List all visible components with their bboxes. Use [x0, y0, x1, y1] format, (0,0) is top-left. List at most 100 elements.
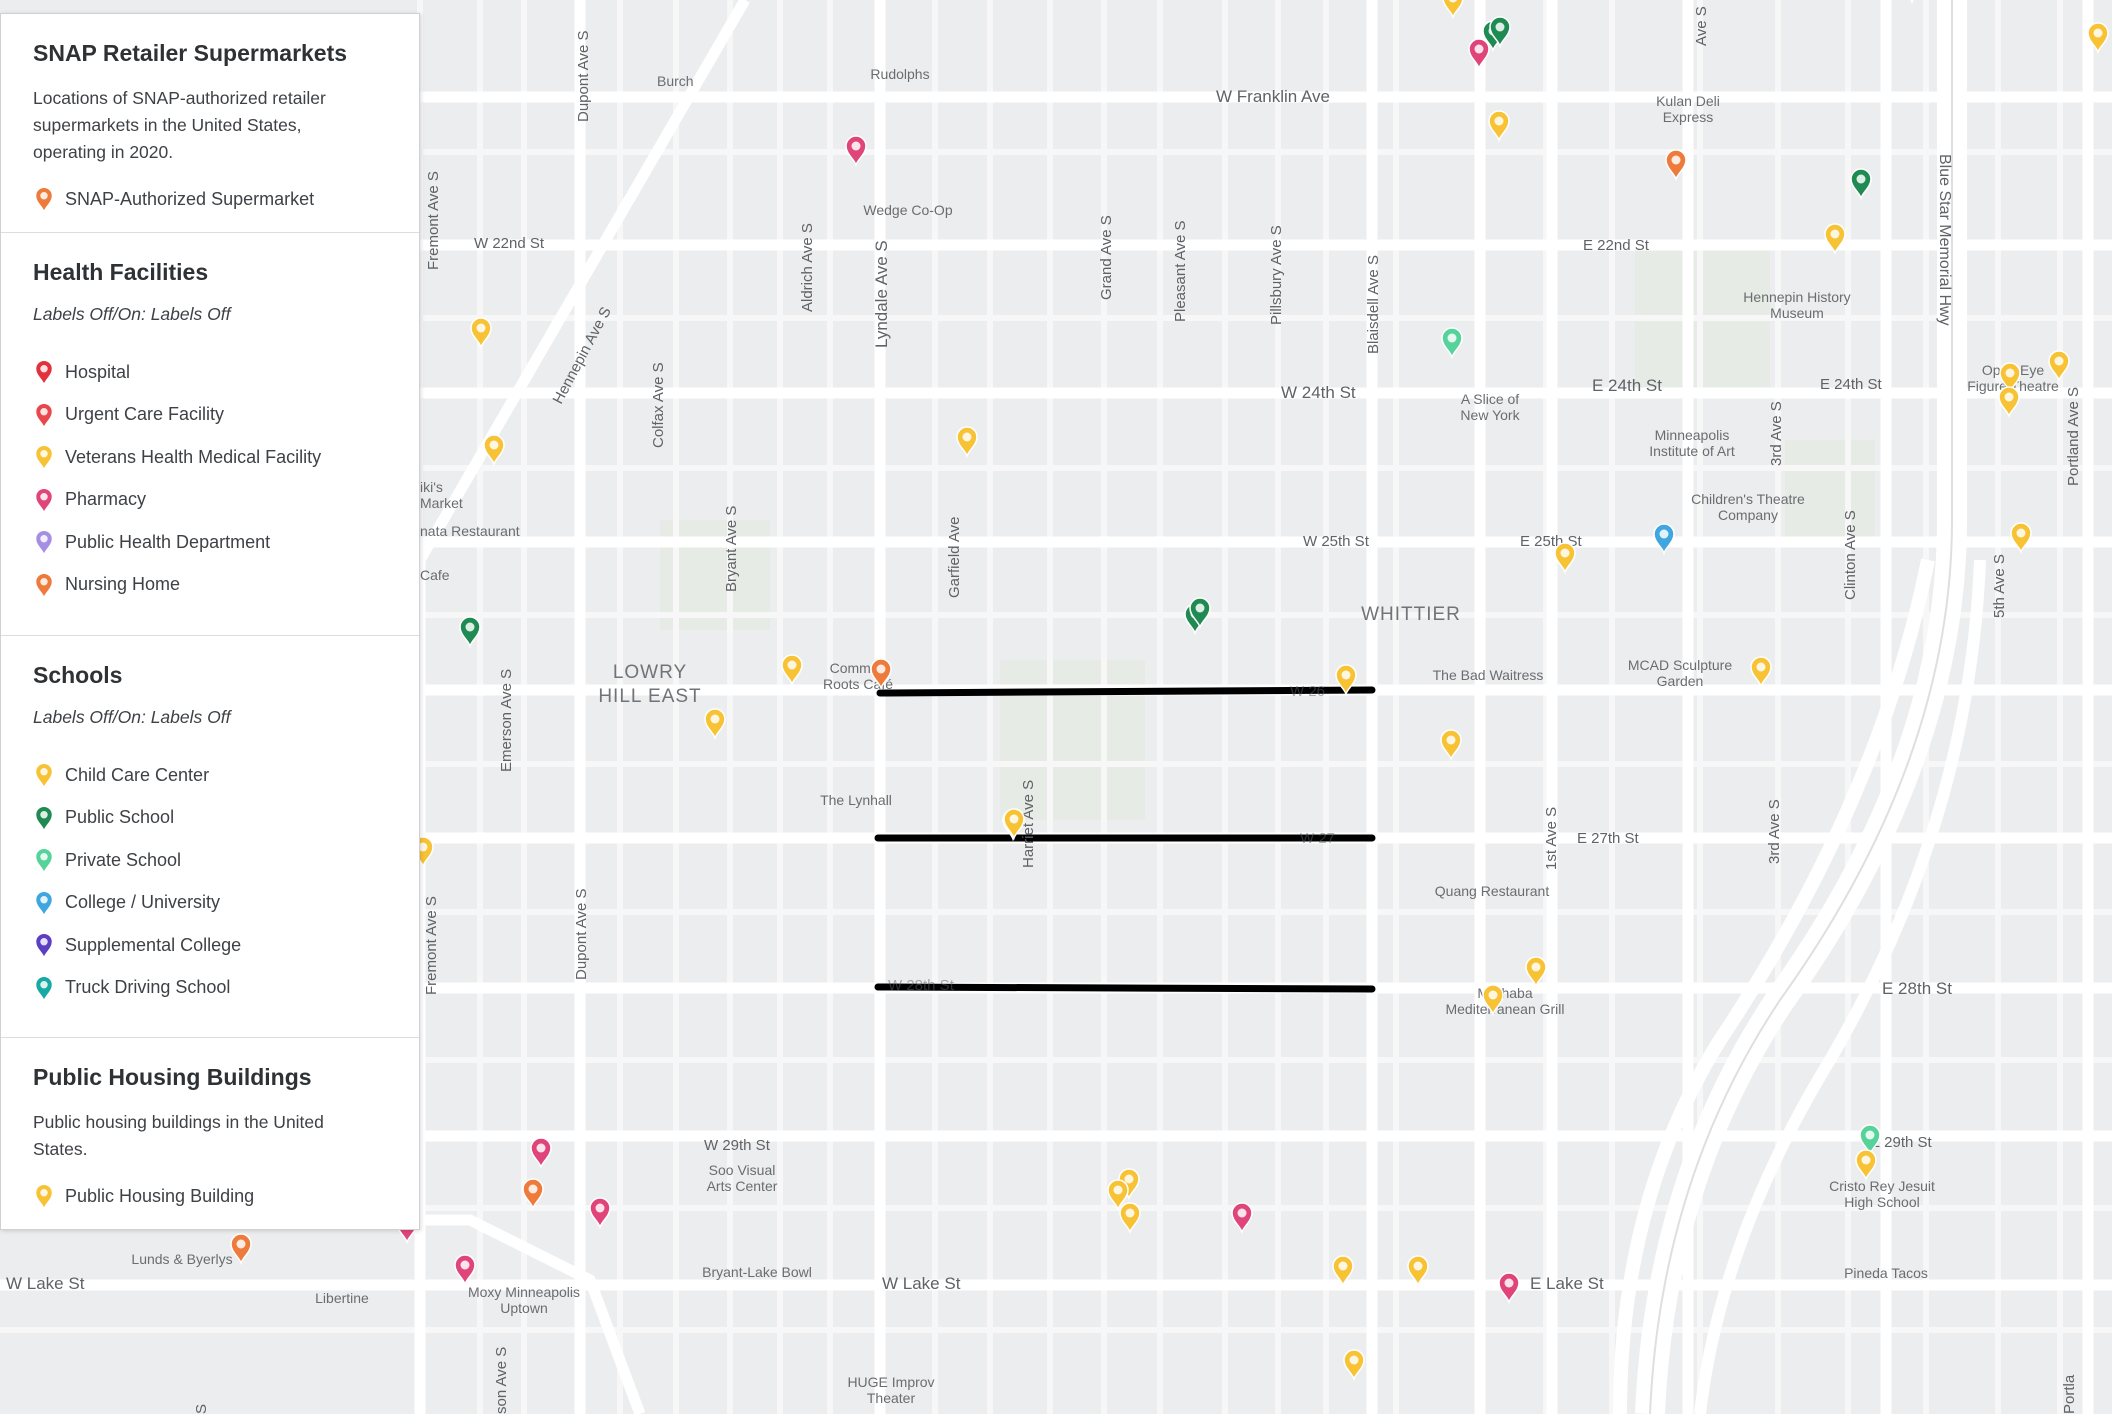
child-care-marker-dot	[1830, 229, 1840, 239]
child-care-marker[interactable]	[781, 654, 803, 687]
map-markers	[230, 0, 2109, 1382]
map-label: The Lynhall	[820, 792, 892, 808]
child-care-marker-dot	[1494, 116, 1504, 126]
street-label: W Lake St	[6, 1274, 85, 1293]
public-school-marker[interactable]	[1189, 597, 1211, 630]
child-care-marker[interactable]	[1998, 386, 2020, 419]
legend-item-label: Supplemental College	[65, 934, 242, 955]
legend-item: Private School	[33, 839, 419, 882]
street-label: son Ave S	[493, 1347, 510, 1414]
legend-title-health: Health Facilities	[33, 259, 209, 285]
pharmacy-marker[interactable]	[589, 1197, 611, 1230]
public-school-marker-dot	[465, 622, 475, 632]
street-label: Pillsbury Ave S	[1268, 225, 1285, 325]
supermarket-marker[interactable]	[230, 1233, 252, 1266]
child-care-marker[interactable]	[1488, 110, 1510, 143]
legend-labels-note-health: Labels Off/On: Labels Off	[33, 304, 231, 324]
child-care-marker[interactable]	[1343, 1349, 1365, 1382]
supermarket-marker-dot	[528, 1184, 538, 1194]
public-school-marker-dot	[1856, 174, 1866, 184]
pharmacy-marker[interactable]	[1498, 1272, 1520, 1305]
private-school-marker[interactable]	[1441, 327, 1463, 360]
pharmacy-marker-dot	[1237, 1208, 1247, 1218]
child-care-marker-dot	[1531, 962, 1541, 972]
child-care-marker[interactable]	[1407, 1255, 1429, 1288]
street-label: E Lake St	[1530, 1274, 1604, 1293]
child-care-marker[interactable]	[704, 708, 726, 741]
street-label: E 29th St	[1870, 1134, 1933, 1151]
child-care-marker-dot	[787, 660, 797, 670]
child-care-marker-dot	[1413, 1261, 1423, 1271]
pharmacy-marker[interactable]	[530, 1137, 552, 1170]
pharmacy-marker[interactable]	[454, 1254, 476, 1287]
child-care-marker[interactable]	[1482, 984, 1504, 1017]
legend-item: Child Care Center	[33, 754, 419, 797]
public-school-marker[interactable]	[1850, 168, 1872, 201]
child-care-marker[interactable]	[956, 426, 978, 459]
legend-title-snap: SNAP Retailer Supermarkets	[33, 40, 348, 66]
street-label: S	[193, 1404, 210, 1414]
legend-title-housing: Public Housing Buildings	[33, 1064, 312, 1090]
legend-item-label: Truck Driving School	[65, 977, 231, 998]
street-label: E 28th St	[1882, 979, 1952, 998]
child-care-marker[interactable]	[1554, 542, 1576, 575]
child-care-marker[interactable]	[483, 434, 505, 467]
child-care-marker[interactable]	[1003, 808, 1025, 841]
child-care-marker[interactable]	[1902, 0, 1922, 5]
legend-item: College / University	[33, 882, 419, 925]
legend-item-label: Public Housing Building	[65, 1185, 255, 1206]
highway	[1613, 0, 1986, 1414]
map-label: Libertine	[315, 1290, 369, 1306]
child-care-marker[interactable]	[2010, 522, 2032, 555]
child-care-marker-dot	[1009, 814, 1019, 824]
map-label: Lunds & Byerlys	[131, 1251, 232, 1267]
neighborhood-whittier: WHITTIER	[1361, 604, 1461, 625]
child-care-marker[interactable]	[470, 317, 492, 350]
private-school-marker-dot	[1865, 1130, 1875, 1140]
street-label: Clinton Ave S	[1842, 510, 1859, 600]
child-care-marker[interactable]	[1332, 1255, 1354, 1288]
pharmacy-marker[interactable]	[1231, 1202, 1253, 1235]
child-care-marker[interactable]	[1824, 223, 1846, 256]
pharmacy-marker-dot	[536, 1143, 546, 1153]
legend-item: Public Health Department	[33, 521, 419, 564]
legend-item: Nursing Home	[33, 564, 419, 607]
child-care-marker-dot	[489, 440, 499, 450]
pharmacy-marker[interactable]	[1468, 38, 1490, 71]
private-school-marker[interactable]	[1859, 1124, 1881, 1157]
supermarket-marker[interactable]	[1665, 149, 1687, 182]
legend-item-label: Urgent Care Facility	[65, 404, 225, 425]
child-care-marker[interactable]	[2087, 22, 2109, 55]
child-care-marker[interactable]	[1999, 362, 2021, 395]
street-label: W 26	[1290, 683, 1325, 700]
child-care-marker-dot	[1560, 548, 1570, 558]
legend-item: SNAP-Authorized Supermarket	[33, 178, 419, 221]
college-marker[interactable]	[1653, 523, 1675, 556]
public-school-marker[interactable]	[459, 616, 481, 649]
child-care-marker[interactable]	[1119, 1202, 1141, 1235]
private-school-marker-dot	[1447, 333, 1457, 343]
child-care-marker[interactable]	[1107, 1179, 1129, 1212]
legend-item-label: Veterans Health Medical Facility	[65, 446, 322, 467]
supermarket-marker[interactable]	[870, 658, 892, 691]
public-housing-marker-icon	[35, 1184, 53, 1211]
pharmacy-marker[interactable]	[845, 135, 867, 168]
child-care-marker[interactable]	[1440, 729, 1462, 762]
child-care-marker[interactable]	[2048, 350, 2070, 383]
child-care-marker[interactable]	[1525, 956, 1547, 989]
child-care-marker[interactable]	[1750, 656, 1772, 689]
public-school-marker[interactable]	[1489, 16, 1511, 49]
supermarket-marker[interactable]	[522, 1178, 544, 1211]
child-care-marker[interactable]	[1335, 664, 1357, 697]
child-care-marker[interactable]	[1855, 1149, 1877, 1182]
legend-item: Supplemental College	[33, 924, 419, 967]
child-care-marker[interactable]	[1442, 0, 1464, 20]
street-label: W 29th St	[704, 1137, 771, 1154]
child-care-marker-dot	[1446, 735, 1456, 745]
